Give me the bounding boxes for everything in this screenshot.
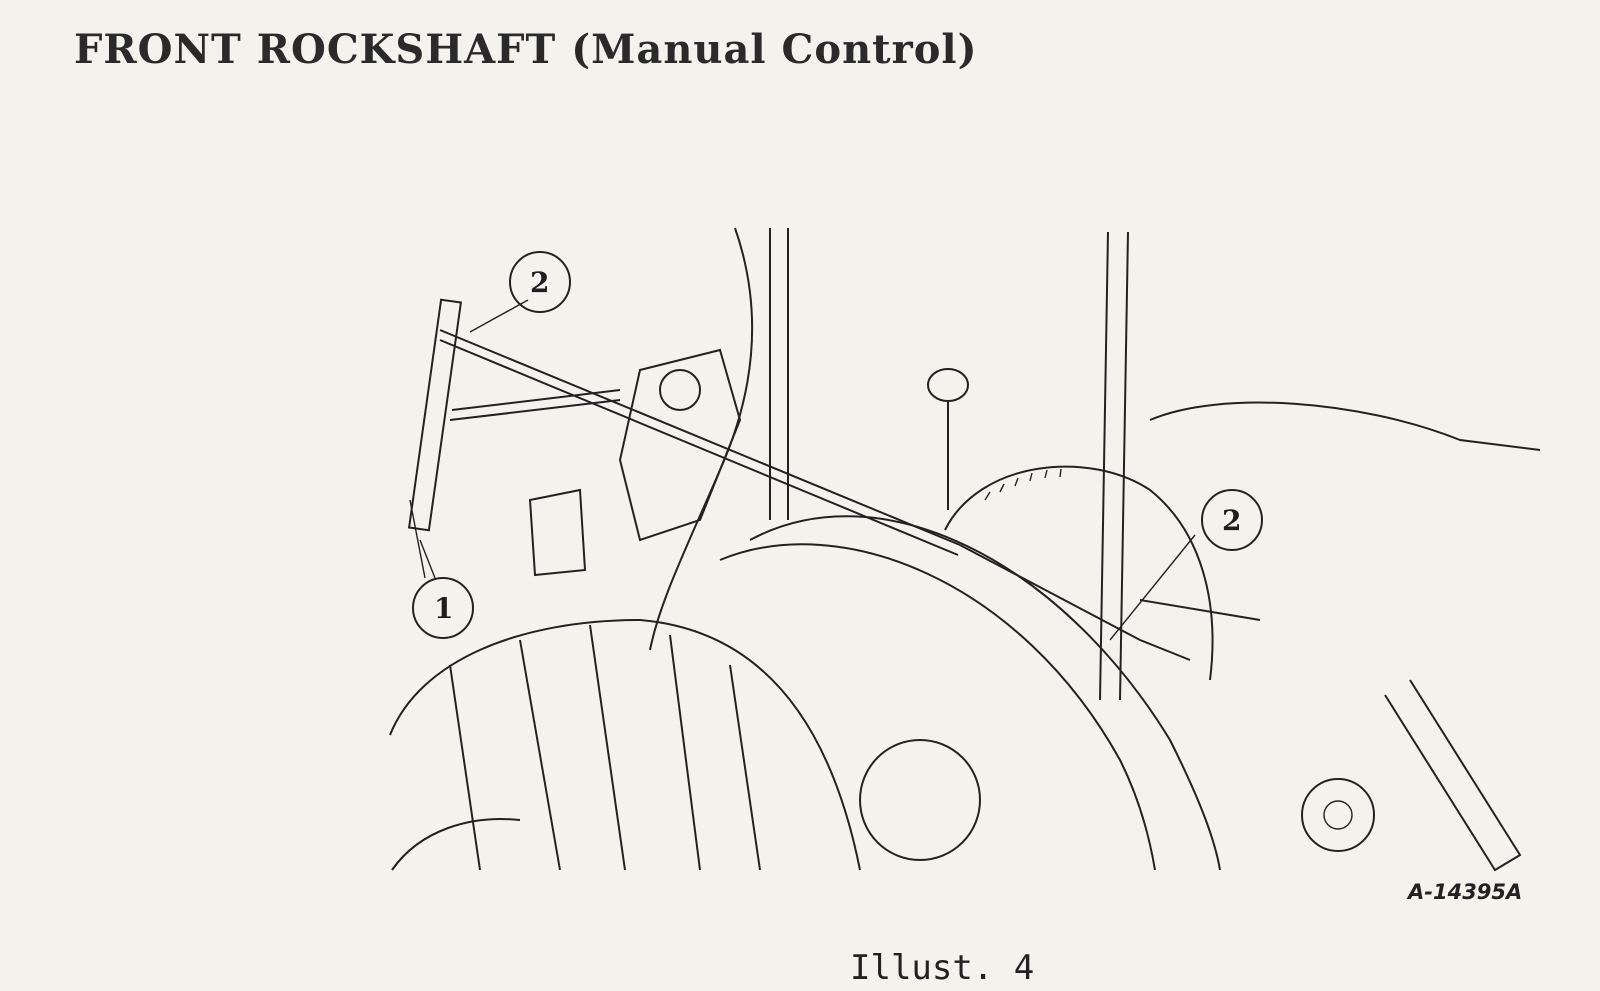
callout-label: 1 (434, 592, 453, 625)
front-tire (389, 618, 861, 871)
sector-gear-teeth (984, 468, 1062, 501)
frame-rail (1139, 599, 1261, 621)
sector-gear (944, 465, 1214, 681)
callout-label: 2 (1222, 504, 1241, 537)
frame-rail (449, 389, 621, 421)
axle-flange (1301, 778, 1375, 852)
front-rim (391, 818, 521, 871)
callout-marker: 1 (412, 577, 474, 639)
control-rod (439, 329, 961, 546)
fender-inner (719, 543, 1156, 871)
callout-leader (419, 539, 436, 579)
drawbar (1384, 679, 1522, 872)
pivot-bracket (618, 348, 742, 542)
callout-marker: 2 (509, 251, 571, 313)
callout-leader (409, 499, 426, 579)
figure-id: A-14395A (1408, 880, 1523, 904)
brake-flange (859, 739, 981, 861)
front-tire-tread (449, 624, 761, 871)
knob (927, 368, 969, 402)
vertical-post (1099, 231, 1109, 701)
callout-marker: 2 (1201, 489, 1263, 551)
figure-caption: Illust. 4 (850, 948, 1035, 988)
callout-leader (469, 299, 529, 333)
control-rod (439, 339, 959, 556)
rear-rod (959, 544, 1191, 661)
fender-outline (649, 227, 1221, 871)
callout-label: 2 (530, 266, 549, 299)
bracket-left (528, 488, 587, 577)
axle-center (1323, 800, 1353, 830)
vertical-post (1119, 231, 1129, 701)
rear-wheel-hub (1149, 401, 1541, 451)
pivot-boss (659, 369, 701, 411)
page-title: FRONT ROCKSHAFT (Manual Control) (74, 26, 978, 73)
callout-leader (1109, 534, 1196, 641)
quadrant-lever (407, 298, 463, 532)
